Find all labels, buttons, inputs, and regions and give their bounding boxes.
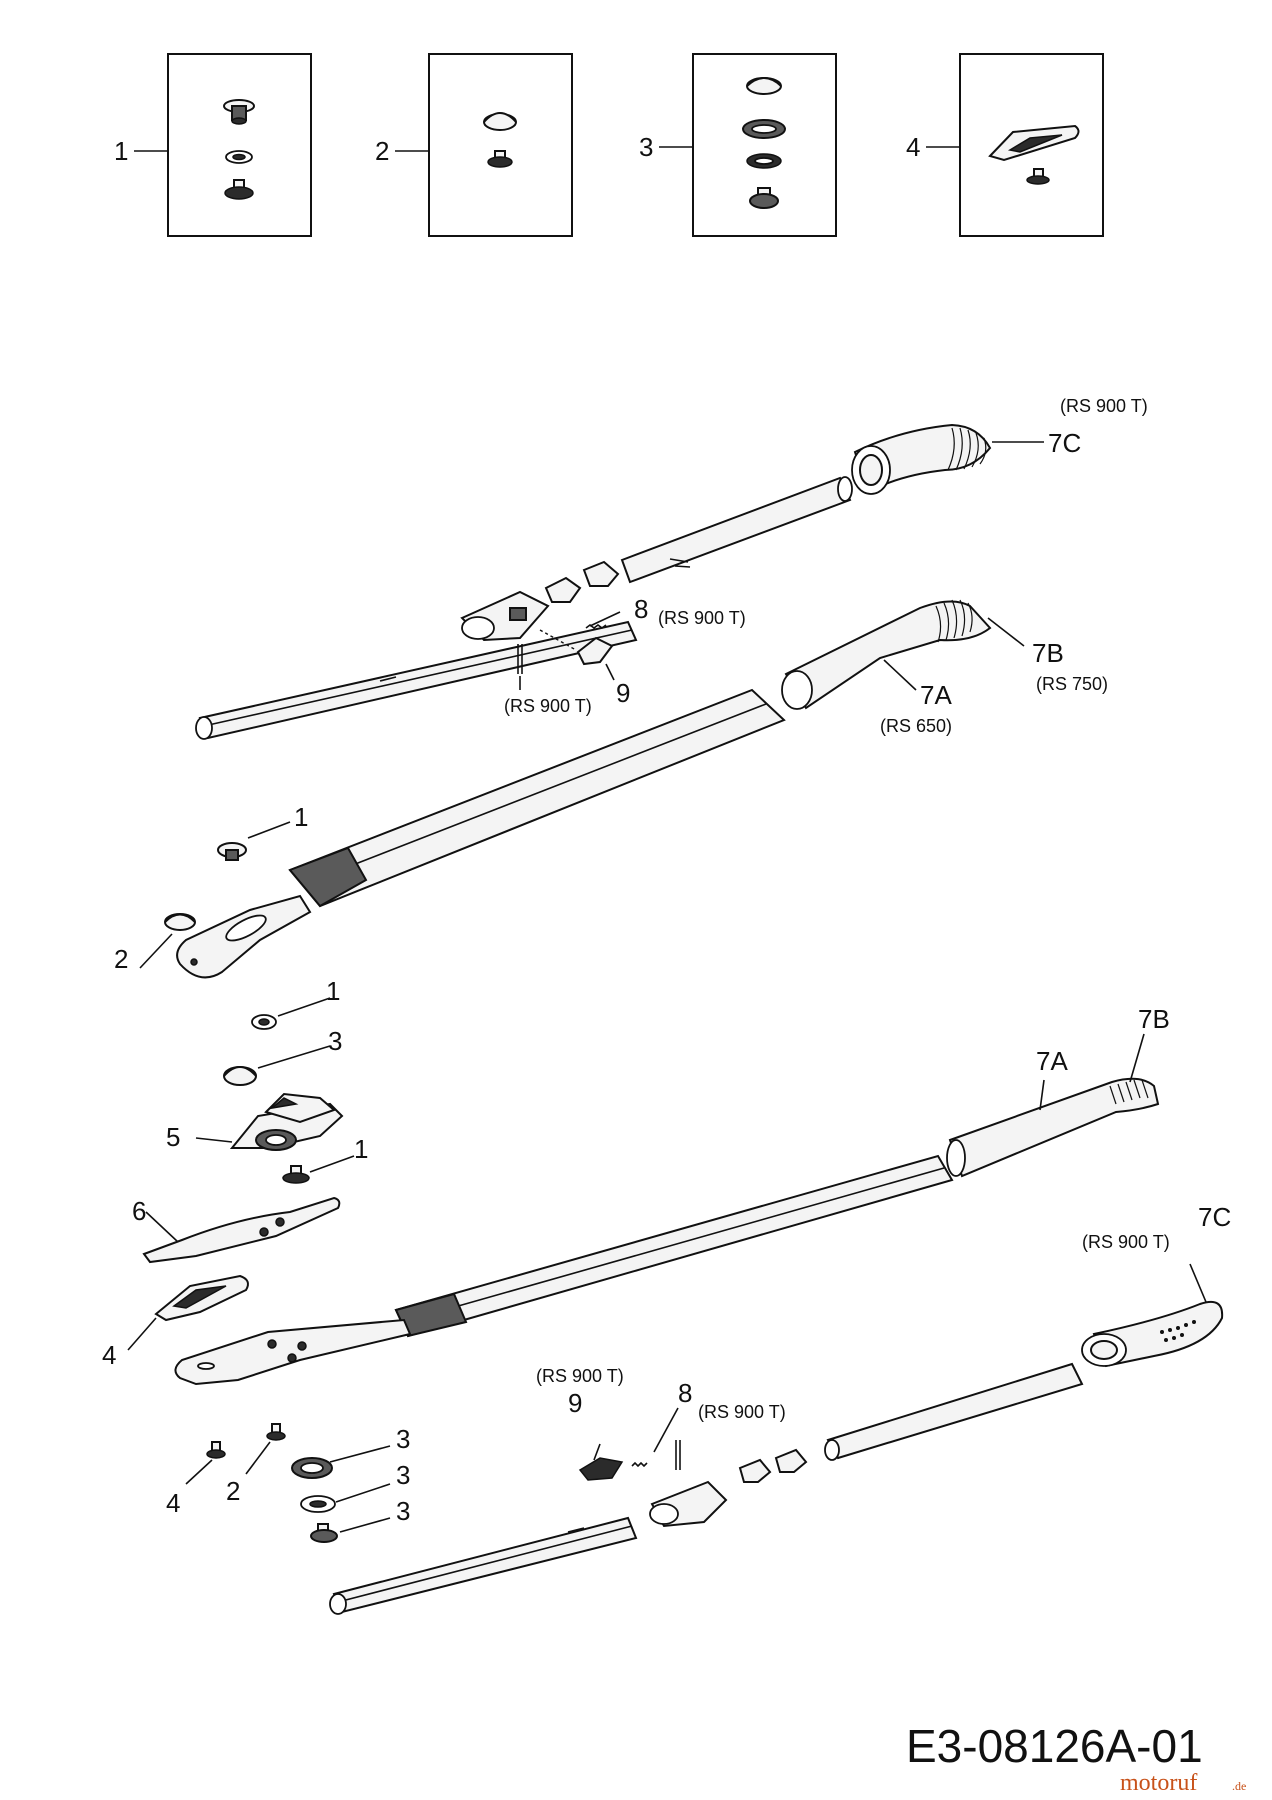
upper-main-arm bbox=[176, 688, 786, 979]
lower-spring-button bbox=[578, 1407, 679, 1481]
callout-7b-note: (RS 750) bbox=[1036, 674, 1108, 694]
upper-loose-parts bbox=[139, 821, 291, 969]
upper-leaders bbox=[519, 441, 1044, 691]
watermark-logo: motoruf bbox=[1120, 1770, 1197, 1796]
callout-7c: 7C bbox=[1048, 428, 1081, 458]
callout-pin-note: (RS 900 T) bbox=[504, 696, 592, 716]
callout-lower-8: 8 bbox=[678, 1378, 692, 1408]
upper-grip-7a-7b bbox=[781, 599, 992, 710]
callout-9: 9 bbox=[616, 678, 630, 708]
callout-lower-2: 2 bbox=[226, 1476, 240, 1506]
callout-7c-note: (RS 900 T) bbox=[1060, 396, 1148, 416]
watermark-suffix: .de bbox=[1232, 1779, 1246, 1793]
callout-lower-9: 9 bbox=[568, 1388, 582, 1418]
kit-number-3: 3 bbox=[639, 132, 653, 162]
callout-8: 8 bbox=[634, 594, 648, 624]
lower-main-arm bbox=[174, 1154, 954, 1386]
callout-7a-note: (RS 650) bbox=[880, 716, 952, 736]
upper-grip-7c bbox=[851, 423, 992, 495]
lower-couplers bbox=[649, 1440, 808, 1528]
kit-number-4: 4 bbox=[906, 132, 920, 162]
upper-spring-button bbox=[517, 624, 614, 674]
callout-7a: 7A bbox=[920, 680, 952, 710]
kit-number-1: 1 bbox=[114, 136, 128, 166]
callout-mid-3: 3 bbox=[328, 1026, 342, 1056]
callout-lower-7c: 7C bbox=[1198, 1202, 1231, 1232]
lower-rear-tube bbox=[329, 1516, 638, 1615]
callout-lower-9-note: (RS 900 T) bbox=[536, 1366, 624, 1386]
callout-upper-2: 2 bbox=[114, 944, 128, 974]
callout-mid-6: 6 bbox=[132, 1196, 146, 1226]
lower-grip-7c bbox=[1081, 1263, 1224, 1368]
kit-box-3: 3 bbox=[639, 53, 837, 237]
upper-rear-tube bbox=[195, 620, 638, 740]
callout-lower-3a: 3 bbox=[396, 1424, 410, 1454]
callout-lower-8-note: (RS 900 T) bbox=[698, 1402, 786, 1422]
callout-lower-7a: 7A bbox=[1036, 1046, 1068, 1076]
callout-mid-5: 5 bbox=[166, 1122, 180, 1152]
kit-number-2: 2 bbox=[375, 136, 389, 166]
callout-7b: 7B bbox=[1032, 638, 1064, 668]
callout-lower-7c-note: (RS 900 T) bbox=[1082, 1232, 1170, 1252]
kit-box-1: 1 bbox=[114, 53, 312, 237]
middle-hardware bbox=[127, 997, 355, 1351]
callout-mid-1b: 1 bbox=[354, 1134, 368, 1164]
callout-upper-1: 1 bbox=[294, 802, 308, 832]
kit-box-4: 4 bbox=[906, 53, 1104, 237]
callout-lower-3b: 3 bbox=[396, 1460, 410, 1490]
callout-lower-4: 4 bbox=[166, 1488, 180, 1518]
callout-8-note: (RS 900 T) bbox=[658, 608, 746, 628]
callout-mid-1a: 1 bbox=[326, 976, 340, 1006]
drawing-code: E3-08126A-01 bbox=[906, 1720, 1203, 1772]
callout-lower-7b: 7B bbox=[1138, 1004, 1170, 1034]
lower-loose-parts bbox=[185, 1423, 391, 1543]
upper-couplers bbox=[460, 560, 620, 642]
callout-mid-4: 4 bbox=[102, 1340, 116, 1370]
lower-extension-tube bbox=[824, 1362, 1084, 1461]
callout-lower-3c: 3 bbox=[396, 1496, 410, 1526]
kit-box-2: 2 bbox=[375, 53, 573, 237]
upper-extension-tube bbox=[620, 476, 853, 584]
lower-grip-7a-7b bbox=[946, 1033, 1160, 1178]
